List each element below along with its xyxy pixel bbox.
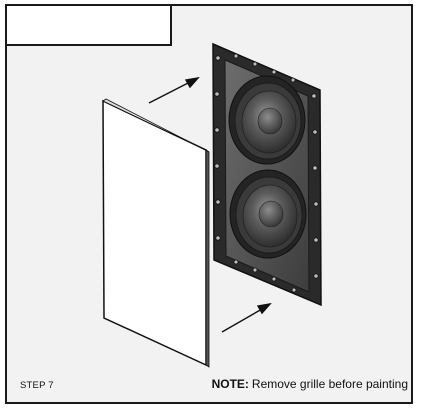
note-prefix: NOTE: — [211, 377, 249, 391]
title-box — [5, 4, 172, 46]
grille-panel — [102, 98, 210, 368]
step-label: STEP 7 — [20, 380, 54, 391]
lower-woofer — [229, 169, 307, 259]
mounting-screws — [214, 53, 319, 293]
arrow-up-right-icon — [221, 302, 272, 333]
upper-woofer — [228, 75, 306, 165]
in-wall-speaker — [212, 42, 322, 307]
note-caption: NOTE:Remove grille before painting — [212, 377, 408, 391]
note-text: Remove grille before painting — [251, 377, 408, 391]
arrow-up-right-icon — [148, 76, 200, 104]
